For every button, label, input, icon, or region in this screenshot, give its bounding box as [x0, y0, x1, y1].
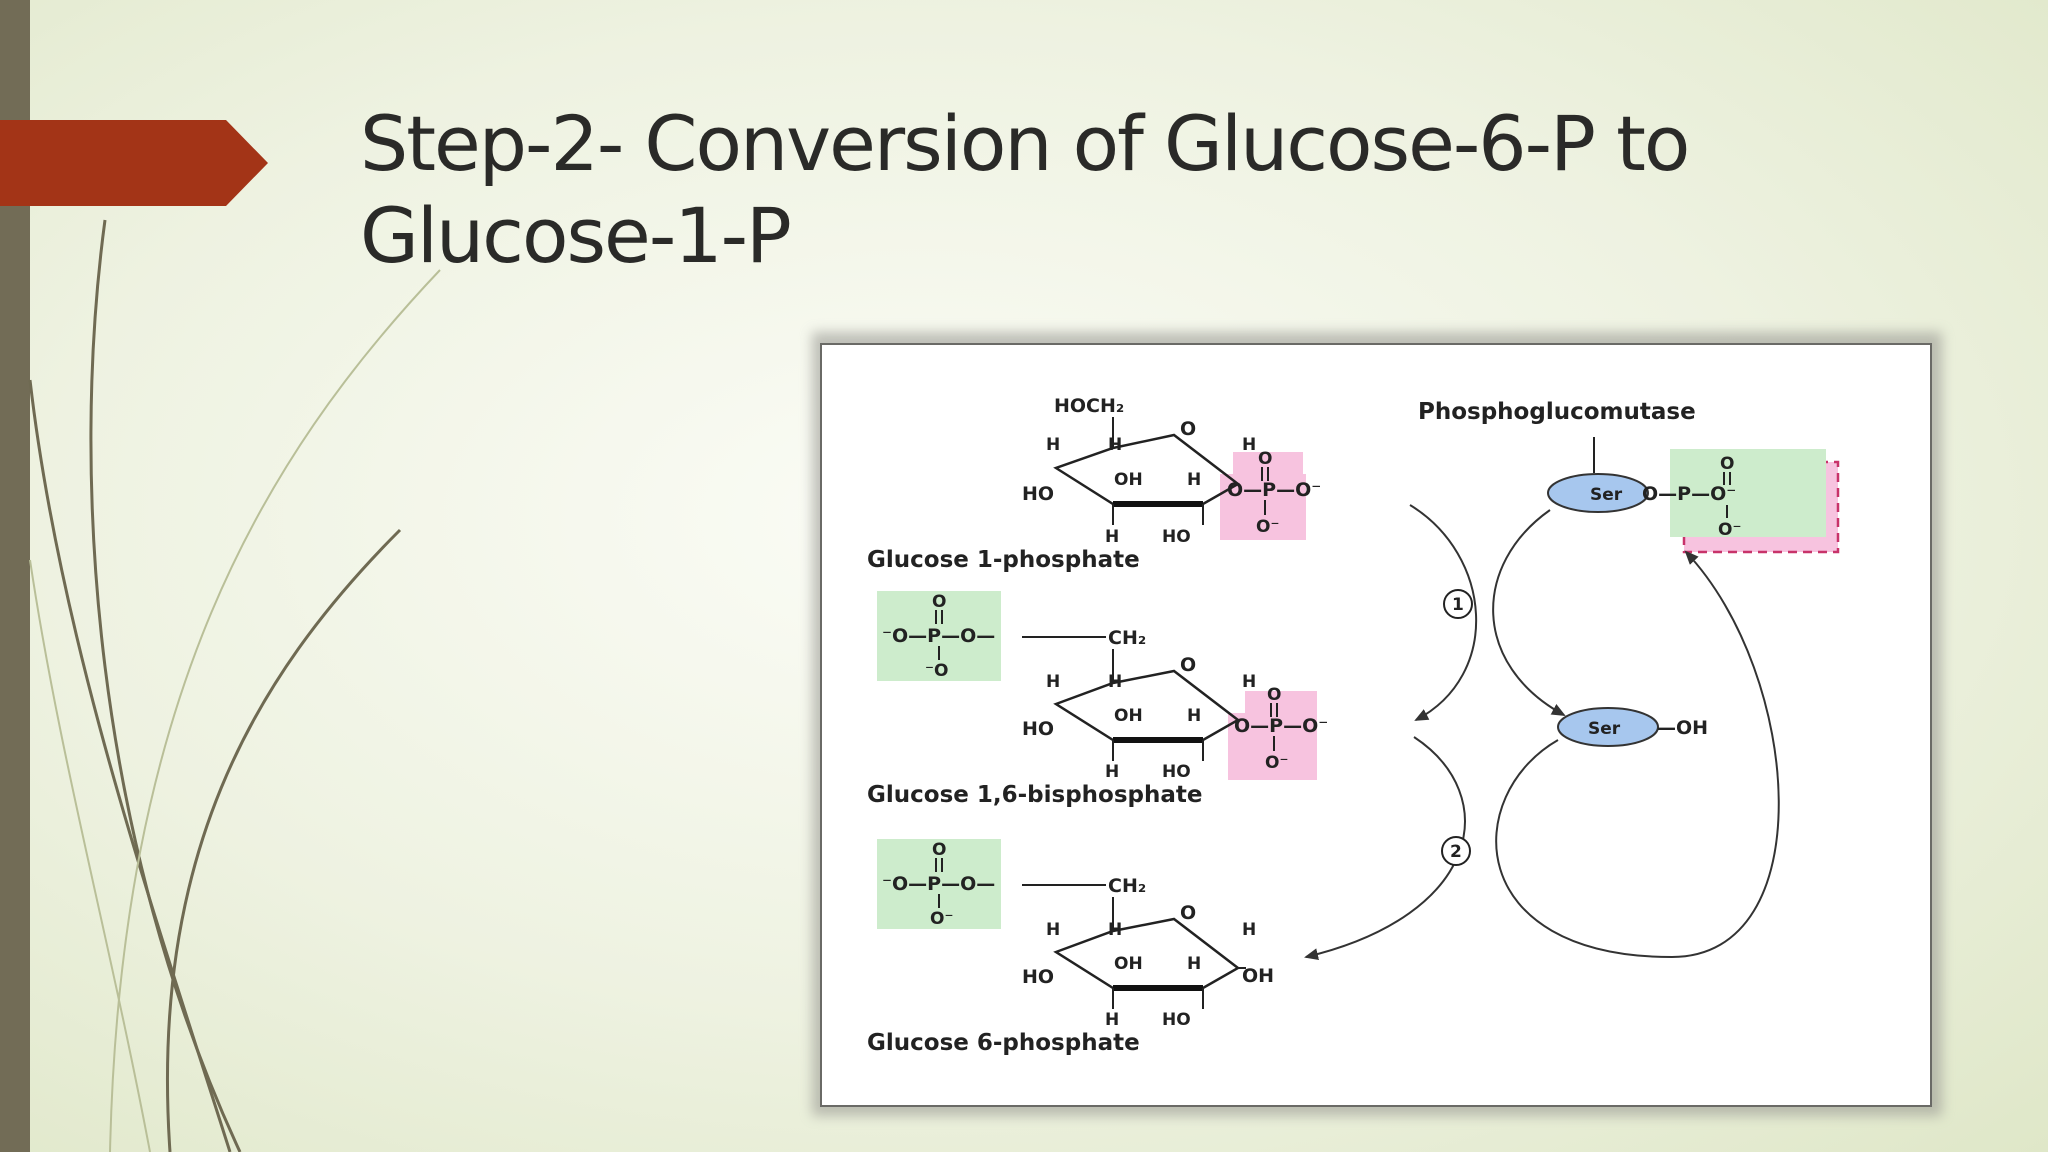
glucose-1-phosphate: HOCH₂ O H H OH H H HO H HO O—P—O⁻ O O⁻ G… [867, 395, 1321, 573]
enzyme-phosphate-top-o: O [1720, 454, 1734, 474]
molecule-label-glucose-6-phosphate: Glucose 6-phosphate [867, 1030, 1140, 1056]
phosphate-highlight-green-2 [877, 591, 1001, 681]
phosphate-2-bottom-o: ⁻O [925, 661, 948, 681]
ho-c4-2: HO [1022, 718, 1054, 740]
oh-c3-2: OH [1114, 706, 1143, 726]
h-c5-2: H [1108, 672, 1122, 692]
h-c4-3: H [1046, 920, 1060, 940]
hoch2-label: HOCH₂ [1054, 395, 1124, 417]
glucose-1-6-bisphosphate: O ⁻O—P—O— ⁻O CH₂ O H H OH H H HO H HO O—… [867, 592, 1328, 808]
phosphate-3-left: ⁻O—P—O— [882, 873, 995, 895]
oh-c3-3: OH [1114, 954, 1143, 974]
enzyme-label: Phosphoglucomutase [1418, 399, 1696, 425]
step-2-label: 2 [1450, 842, 1462, 862]
decorative-curves [28, 219, 441, 1152]
slide-title: Step-2- Conversion of Glucose-6-P to Glu… [360, 99, 1690, 280]
h-c2-3: H [1187, 954, 1201, 974]
ser-label-1: Ser [1590, 485, 1623, 505]
molecule-label-glucose-1-phosphate: Glucose 1-phosphate [867, 547, 1140, 573]
phosphate-1-bottom-o: O⁻ [1256, 517, 1279, 537]
ring-o-3: O [1180, 902, 1196, 924]
phosphate-highlight-pink-2 [1245, 691, 1317, 713]
title-accent-arrow [0, 120, 268, 206]
h-c3: H [1105, 527, 1119, 547]
ho-c2-2: HO [1162, 762, 1191, 782]
phosphate-3-bottom-o: O⁻ [930, 909, 953, 929]
h-c3-2: H [1105, 762, 1119, 782]
h-c3-3: H [1105, 1010, 1119, 1030]
phosphate-2-left: ⁻O—P—O— [882, 625, 995, 647]
ch2-label-3: CH₂ [1108, 875, 1146, 897]
phosphate-2r-bottom-o: O⁻ [1265, 753, 1288, 773]
phosphate-2r-top-o: O [1267, 685, 1281, 705]
phosphate-2-top-o: O [932, 592, 946, 612]
step-1-marker: 1 [1443, 589, 1473, 619]
oh-c1-3: OH [1242, 965, 1274, 987]
phosphoglucomutase-enzyme: Phosphoglucomutase Ser O—P—O⁻ O O⁻ Ser —… [1418, 399, 1741, 747]
ring-o-2: O [1180, 654, 1196, 676]
h-c5: H [1108, 435, 1122, 455]
ho-c2: HO [1162, 527, 1191, 547]
h-c4-2: H [1046, 672, 1060, 692]
ser-oval-phosphorylated [1547, 473, 1649, 513]
glycogen-reaction-figure: HOCH₂ O H H OH H H HO H HO O—P—O⁻ O O⁻ G… [820, 343, 1932, 1107]
h-c2-2: H [1187, 706, 1201, 726]
phosphate-highlight-pink-1 [1233, 452, 1303, 474]
molecule-label-glucose-1-6-bisphosphate: Glucose 1,6-bisphosphate [867, 782, 1202, 808]
ser-oh: —OH [1657, 717, 1708, 739]
enzyme-phosphate-green [1670, 449, 1826, 537]
oh-c3: OH [1114, 470, 1143, 490]
h-c1: H [1242, 435, 1256, 455]
ring-o: O [1180, 418, 1196, 440]
ch2-label-2: CH₂ [1108, 627, 1146, 649]
h-c4: H [1046, 435, 1060, 455]
phosphate-3-top-o: O [932, 840, 946, 860]
h-c2: H [1187, 470, 1201, 490]
h-c5-3: H [1108, 920, 1122, 940]
ho-c4: HO [1022, 483, 1054, 505]
phosphate-2-right: O—P—O⁻ [1234, 715, 1328, 737]
ser-oval-free [1557, 707, 1659, 747]
ser-label-2: Ser [1588, 719, 1621, 739]
phosphate-1: O—P—O⁻ [1227, 479, 1321, 501]
step-2-marker: 2 [1441, 836, 1471, 866]
ho-c2-3: HO [1162, 1010, 1191, 1030]
glucose-6-phosphate: O ⁻O—P—O— O⁻ CH₂ O H H OH H H HO OH H HO… [867, 840, 1274, 1056]
h-c1-3: H [1242, 920, 1256, 940]
h-c1-2: H [1242, 672, 1256, 692]
enzyme-phosphate-bottom-o: O⁻ [1718, 520, 1741, 540]
phosphate-highlight-green-3 [877, 839, 1001, 929]
enzyme-phosphate: O—P—O⁻ [1642, 483, 1736, 505]
step-1-label: 1 [1452, 595, 1464, 615]
phosphate-highlight-pink-2b [1228, 713, 1317, 780]
phosphate-1-top-o: O [1258, 449, 1272, 469]
ho-c4-3: HO [1022, 966, 1054, 988]
